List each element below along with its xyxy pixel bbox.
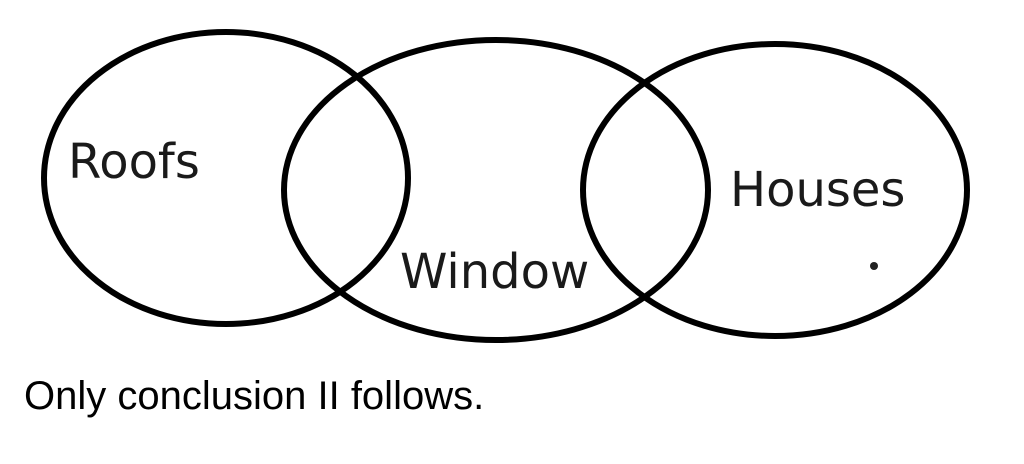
houses-label: Houses [730,162,905,218]
window-label: Window [400,244,589,300]
houses-circle [580,41,970,339]
roofs-circle [41,29,411,327]
houses-dot [870,262,878,270]
roofs-label: Roofs [68,134,200,190]
venn-diagram: Roofs Window Houses [41,29,970,343]
window-circle [281,37,711,343]
conclusion-text: Only conclusion II follows. [24,374,485,418]
